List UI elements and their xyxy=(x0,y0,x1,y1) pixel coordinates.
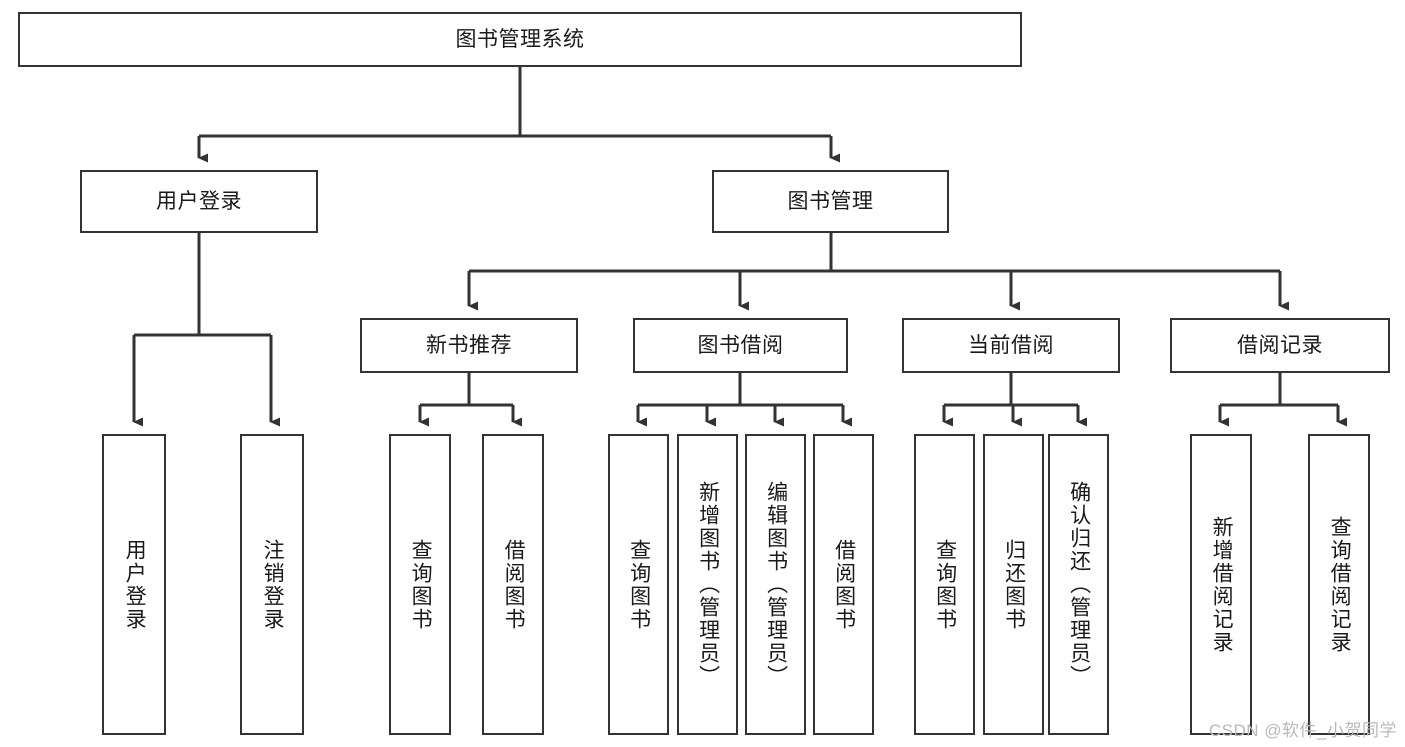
node-label: 查询图书 xyxy=(933,538,957,631)
node-label: 图书管理系统 xyxy=(455,27,585,51)
node-new-book-recommend[interactable]: 新书推荐 xyxy=(360,318,578,373)
node-leaf-book-borrow-add[interactable]: 新增图书（管理员） xyxy=(677,434,738,735)
node-leaf-current-borrow-return[interactable]: 归还图书 xyxy=(983,434,1044,735)
node-label: 借阅图书 xyxy=(832,538,856,631)
node-leaf-new-book-borrow[interactable]: 借阅图书 xyxy=(482,434,544,735)
node-current-borrow[interactable]: 当前借阅 xyxy=(902,318,1120,373)
node-label: 确认归还（管理员） xyxy=(1067,481,1091,688)
node-root-book-management-system[interactable]: 图书管理系统 xyxy=(18,12,1022,67)
node-label: 用户登录 xyxy=(156,189,242,213)
node-label: 编辑图书（管理员） xyxy=(764,481,788,688)
node-leaf-book-borrow-query[interactable]: 查询图书 xyxy=(608,434,669,735)
node-label: 当前借阅 xyxy=(968,333,1054,357)
node-leaf-new-book-query[interactable]: 查询图书 xyxy=(389,434,451,735)
node-label: 新书推荐 xyxy=(426,333,512,357)
node-borrow-record[interactable]: 借阅记录 xyxy=(1170,318,1390,373)
node-label: 查询图书 xyxy=(627,538,651,631)
node-leaf-user-login-signout[interactable]: 注销登录 xyxy=(240,434,304,735)
node-book-management[interactable]: 图书管理 xyxy=(712,170,949,233)
node-leaf-borrow-record-query[interactable]: 查询借阅记录 xyxy=(1308,434,1370,735)
node-leaf-borrow-record-add[interactable]: 新增借阅记录 xyxy=(1190,434,1252,735)
node-leaf-current-borrow-query[interactable]: 查询图书 xyxy=(914,434,975,735)
node-leaf-book-borrow-lend[interactable]: 借阅图书 xyxy=(813,434,874,735)
node-leaf-current-borrow-confirm-return[interactable]: 确认归还（管理员） xyxy=(1048,434,1109,735)
node-label: 注销登录 xyxy=(261,538,285,631)
node-book-borrow[interactable]: 图书借阅 xyxy=(633,318,848,373)
node-label: 查询借阅记录 xyxy=(1328,515,1352,654)
node-leaf-book-borrow-edit[interactable]: 编辑图书（管理员） xyxy=(745,434,806,735)
node-label: 借阅图书 xyxy=(502,538,526,631)
node-label: 新增借阅记录 xyxy=(1210,515,1234,654)
csdn-watermark: CSDN @软件_小贺同学 xyxy=(1208,721,1397,740)
node-label: 借阅记录 xyxy=(1237,333,1323,357)
node-label: 新增图书（管理员） xyxy=(696,481,720,688)
node-label: 图书借阅 xyxy=(697,333,784,357)
node-leaf-user-login-signin[interactable]: 用户登录 xyxy=(102,434,166,735)
node-label: 用户登录 xyxy=(123,538,147,631)
node-label: 查询图书 xyxy=(409,538,433,631)
node-user-login[interactable]: 用户登录 xyxy=(80,170,318,233)
node-label: 归还图书 xyxy=(1002,538,1026,631)
node-label: 图书管理 xyxy=(787,189,874,213)
